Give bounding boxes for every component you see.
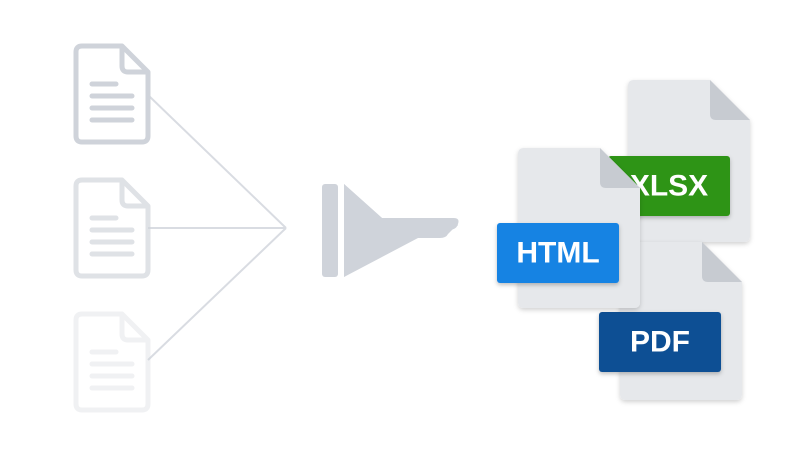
source-document-2-icon [73,177,151,279]
source-document-3-icon [73,311,151,413]
funnel-bar [322,184,338,277]
connector-lines [147,94,287,361]
funnel-icon [322,184,459,277]
html-label: HTML [516,237,599,270]
xlsx-label: XLSX [630,170,708,203]
pdf-label: PDF [630,326,690,359]
pdf-badge: PDF [599,312,721,372]
html-badge: HTML [497,223,619,283]
connector-line-bottom [147,227,287,361]
html-output: HTML [497,148,640,308]
connector-line-top [147,94,287,229]
source-document-1-icon [73,43,151,145]
pdf-output: PDF [599,242,742,400]
xlsx-output: XLSX [608,80,750,242]
